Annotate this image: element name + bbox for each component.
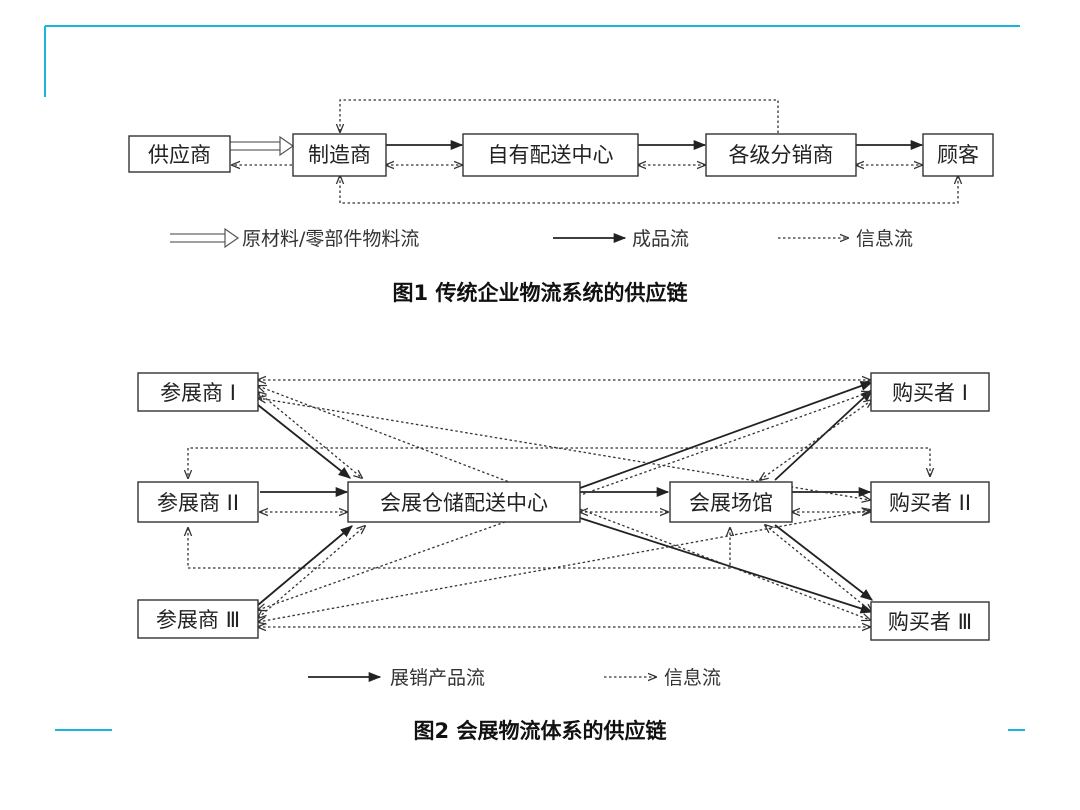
- info-flow-arrow: [258, 392, 362, 478]
- product-flow-arrow: [579, 381, 874, 489]
- node-exhibitor-2: 参展商 II: [137, 481, 259, 523]
- figure-2-caption: 图2 会展物流体系的供应链: [414, 719, 668, 743]
- node-label: 供应商: [148, 143, 211, 167]
- node-manufacturer: 制造商: [292, 133, 387, 177]
- node-label: 会展仓储配送中心: [380, 491, 548, 515]
- product-flow-arrow: [774, 389, 873, 481]
- node-label: 参展商 II: [157, 491, 239, 515]
- info-flow-upper-loop: [188, 447, 930, 478]
- node-label: 各级分销商: [729, 143, 834, 167]
- info-flow-bottom-loop: [340, 176, 958, 204]
- node-exhibitor-1: 参展商 I: [137, 372, 259, 412]
- node-warehouse-distribution-center: 会展仓储配送中心: [347, 481, 581, 523]
- node-label: 购买者 I: [892, 381, 968, 405]
- node-label: 自有配送中心: [488, 143, 614, 167]
- node-label: 参展商 Ⅲ: [156, 608, 240, 632]
- legend-product-flow-label: 成品流: [632, 228, 689, 250]
- node-exhibitor-3: 参展商 Ⅲ: [137, 599, 259, 639]
- node-label: 会展场馆: [689, 491, 773, 515]
- legend-material-flow-label: 原材料/零部件物料流: [242, 228, 419, 250]
- figure-1-caption: 图1 传统企业物流系统的供应链: [393, 281, 689, 305]
- node-venue: 会展场馆: [669, 481, 793, 523]
- node-supplier: 供应商: [128, 135, 231, 173]
- node-buyer-1: 购买者 I: [870, 372, 990, 412]
- info-flow-arrow: [760, 400, 872, 480]
- frame-lines: [44, 25, 1025, 731]
- info-flow-lower-loop: [188, 528, 730, 569]
- node-label: 顾客: [937, 143, 979, 167]
- legend-product-flow-label: 展销产品流: [390, 667, 485, 689]
- node-buyer-2: 购买者 II: [870, 481, 990, 523]
- legend-info-flow-label: 信息流: [856, 228, 913, 250]
- node-own-distribution-center: 自有配送中心: [462, 133, 639, 177]
- info-flow-top-loop: [340, 99, 779, 138]
- material-flow-arrow: [230, 135, 295, 157]
- node-label: 购买者 II: [889, 491, 971, 515]
- legend-material-flow-symbol: [170, 227, 240, 249]
- figure-2-legend: 展销产品流 信息流: [308, 667, 721, 689]
- node-label: 购买者 Ⅲ: [888, 610, 972, 634]
- node-label: 参展商 I: [160, 381, 236, 405]
- figure-1: 供应商 制造商 自有配送中心 各级分销商 顾客 原材料/零部件物料流: [128, 99, 994, 305]
- node-customer: 顾客: [922, 133, 994, 177]
- node-distributors: 各级分销商: [705, 133, 857, 177]
- product-flow-arrow: [257, 404, 351, 479]
- node-label: 制造商: [308, 143, 371, 167]
- info-flow-arrow: [258, 510, 870, 622]
- legend-info-flow-label: 信息流: [664, 667, 721, 689]
- product-flow-arrow: [774, 524, 873, 601]
- node-buyer-3: 购买者 Ⅲ: [870, 601, 990, 641]
- product-flow-arrow: [257, 525, 353, 606]
- figure-1-legend: 原材料/零部件物料流 成品流 信息流: [170, 227, 913, 250]
- figure-2: 参展商 I 参展商 II 参展商 Ⅲ 会展仓储配送中心 会展场馆 购买者 I 购…: [137, 372, 990, 743]
- info-flow-arrow: [765, 525, 872, 612]
